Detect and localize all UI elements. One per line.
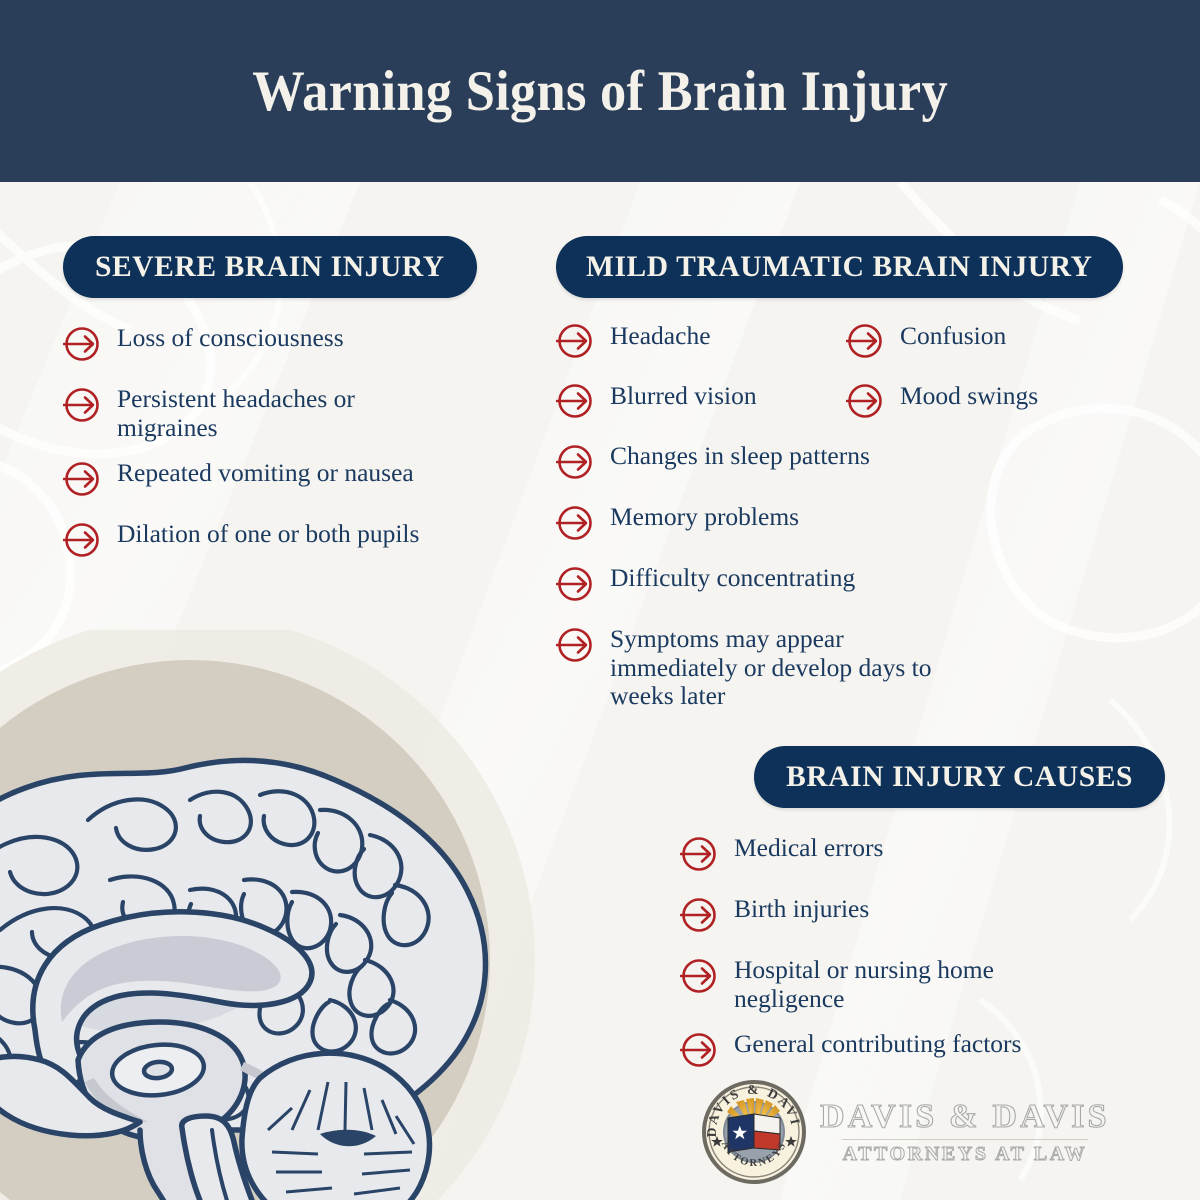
arrow-right-circle-icon [555,322,594,365]
list-item: Changes in sleep patterns [555,441,1166,486]
heading-severe-brain-injury: SEVERE BRAIN INJURY [63,236,477,298]
arrow-right-circle-icon [555,443,594,486]
list-item-label: Persistent headaches or migraines [117,384,355,442]
section-mild-traumatic-brain-injury: MILD TRAUMATIC BRAIN INJURY Headache Blu… [555,236,1166,728]
severe-items-list: Loss of consciousness Persistent headach… [62,323,533,564]
list-item: Hospital or nursing home negligence [679,955,1165,1013]
list-item-label: Difficulty concentrating [610,563,856,592]
list-item-label: Dilation of one or both pupils [117,519,420,549]
header-banner: Warning Signs of Brain Injury [0,0,1200,182]
list-item: Repeated vomiting or nausea [62,458,533,503]
list-item: Memory problems [555,502,1166,547]
arrow-right-circle-icon [555,626,594,669]
list-item-label: Headache [610,321,711,350]
list-item-label: Hospital or nursing home negligence [734,955,994,1013]
arrow-right-circle-icon [62,460,101,503]
list-item-label: Birth injuries [734,894,870,923]
arrow-right-circle-icon [845,382,884,425]
list-item: Blurred vision [555,381,846,425]
list-item-label: Changes in sleep patterns [610,441,870,470]
arrow-right-circle-icon [555,565,594,608]
arrow-right-circle-icon [62,386,101,429]
mild-items-full-width: Changes in sleep patterns Memory problem… [555,441,1166,711]
list-item-label: Symptoms may appear immediately or devel… [610,624,932,711]
davis-and-davis-seal-icon: DAVIS & DAVIS ATTORNEYS [700,1078,806,1184]
list-item: Symptoms may appear immediately or devel… [555,624,1166,711]
wordmark-divider [841,1139,1088,1141]
arrow-right-circle-icon [555,382,594,425]
list-item-label: General contributing factors [734,1029,1022,1059]
list-item-label: Blurred vision [610,381,757,410]
brain-illustration [0,615,600,1200]
list-item: Confusion [845,321,1136,365]
section-brain-injury-causes: BRAIN INJURY CAUSES Medical errors Birth… [600,746,1165,1091]
list-item: Birth injuries [679,894,1165,939]
arrow-right-circle-icon [679,835,718,878]
list-item-label: Confusion [900,321,1007,350]
list-item-label: Mood swings [900,381,1039,410]
arrow-right-circle-icon [845,322,884,365]
firm-logo[interactable]: DAVIS & DAVIS ATTORNEYS DAVIS & DAVIS AT… [700,1078,1110,1186]
arrow-right-circle-icon [555,504,594,547]
page-title: Warning Signs of Brain Injury [252,59,948,123]
list-item-label: Memory problems [610,502,800,531]
mild-column-right: Confusion Mood swings [845,321,1136,425]
arrow-right-circle-icon [679,896,718,939]
arrow-right-circle-icon [62,325,101,368]
brain-sagittal-svg [0,615,535,1200]
firm-wordmark: DAVIS & DAVIS ATTORNEYS AT LAW [819,1097,1110,1166]
mild-items-two-column: Headache Blurred vision Confusion [555,321,1166,425]
list-item: Mood swings [845,381,1136,425]
list-item: General contributing factors [679,1029,1165,1074]
heading-brain-injury-causes: BRAIN INJURY CAUSES [754,746,1165,808]
causes-items-list: Medical errors Birth injuries Hospital o… [679,833,1165,1074]
list-item: Dilation of one or both pupils [62,519,533,564]
arrow-right-circle-icon [679,957,718,1000]
list-item: Persistent headaches or migraines [62,384,533,442]
heading-mild-traumatic-brain-injury: MILD TRAUMATIC BRAIN INJURY [556,236,1123,298]
arrow-right-circle-icon [679,1031,718,1074]
mild-column-left: Headache Blurred vision [555,321,846,425]
causes-heading-row: BRAIN INJURY CAUSES [600,746,1165,808]
section-severe-brain-injury: SEVERE BRAIN INJURY Loss of consciousnes… [62,236,533,581]
list-item: Headache [555,321,846,365]
list-item-label: Medical errors [734,833,884,862]
wordmark-line-2: ATTORNEYS AT LAW [842,1143,1088,1166]
arrow-right-circle-icon [62,521,101,564]
list-item: Loss of consciousness [62,323,533,368]
list-item: Difficulty concentrating [555,563,1166,608]
list-item-label: Repeated vomiting or nausea [117,458,414,488]
list-item: Medical errors [679,833,1165,878]
list-item-label: Loss of consciousness [117,323,344,352]
wordmark-line-1: DAVIS & DAVIS [819,1097,1110,1135]
